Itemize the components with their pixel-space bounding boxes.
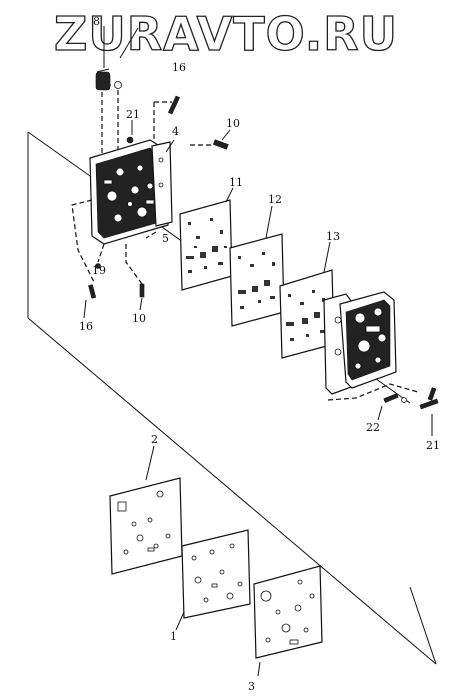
callout-22: 22 — [366, 421, 380, 434]
callout-1: 1 — [170, 630, 177, 643]
spring-part — [95, 68, 122, 91]
callout-21-right: 21 — [426, 439, 440, 452]
bolt-16-top — [167, 95, 181, 115]
gasket-plate-12 — [229, 233, 285, 327]
separator-plate-3 — [253, 565, 323, 659]
callout-8: 8 — [93, 15, 100, 28]
callout-3: 3 — [248, 680, 255, 693]
callout-13: 13 — [326, 230, 340, 243]
callout-16-top: 16 — [172, 61, 186, 74]
lower-valve-body — [323, 291, 397, 395]
watermark-text: ZURAVTO.RU — [54, 7, 398, 61]
callout-12: 12 — [268, 193, 282, 206]
callout-16-bottom: 16 — [79, 320, 93, 333]
callout-5: 5 — [162, 232, 169, 245]
separator-plate-1 — [181, 529, 251, 619]
callout-2: 2 — [151, 433, 158, 446]
gasket-plate-11 — [179, 199, 233, 291]
callout-10-bottom: 10 — [132, 312, 146, 325]
separator-plate-2 — [109, 477, 183, 575]
upper-valve-body — [89, 136, 173, 245]
callout-11: 11 — [229, 176, 243, 189]
callout-10-top: 10 — [226, 117, 240, 130]
callout-4: 4 — [172, 125, 179, 138]
callout-21-top: 21 — [126, 108, 140, 121]
callout-19: 19 — [92, 264, 106, 277]
